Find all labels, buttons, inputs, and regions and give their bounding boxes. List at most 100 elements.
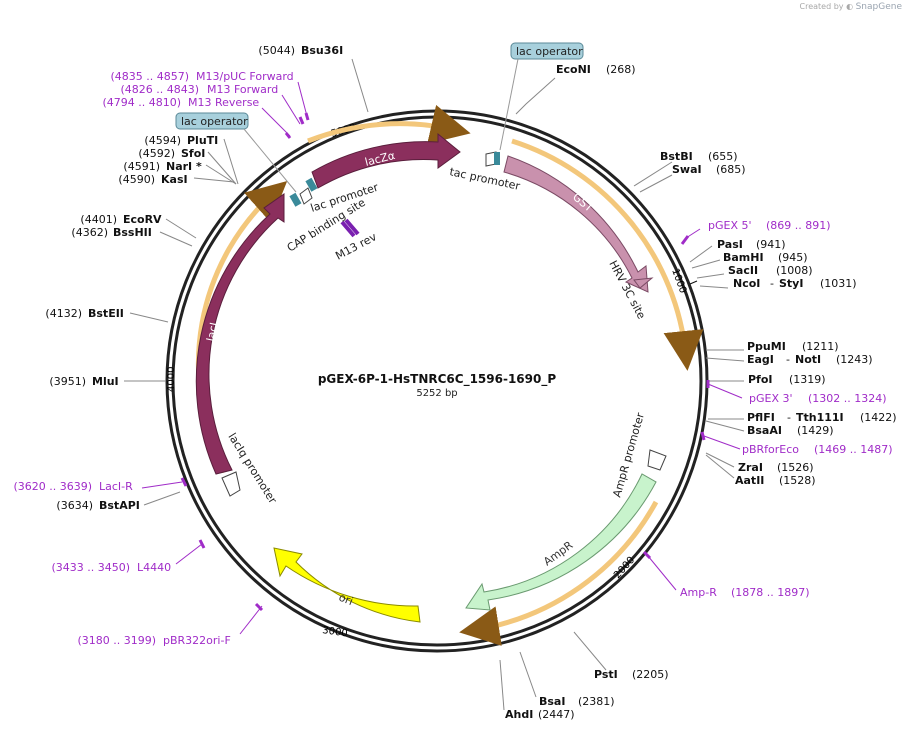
site-pos: (4401) bbox=[80, 213, 117, 226]
primer-mark-l4440 bbox=[198, 539, 206, 549]
site-name: SacII bbox=[728, 264, 758, 277]
site-ahdi: AhdI(2447) bbox=[505, 708, 575, 721]
site-zrai: ZraI(1526) bbox=[738, 461, 814, 474]
primer-mark-m13puc bbox=[304, 112, 310, 121]
primer-name: L4440 bbox=[137, 561, 171, 574]
site-name: KasI bbox=[161, 173, 188, 186]
site-bstapi: (3634)BstAPI bbox=[56, 499, 139, 512]
site-pos: (268) bbox=[606, 63, 636, 76]
site-pos: (4591) bbox=[123, 160, 160, 173]
primer-m13puc: (4835 .. 4857) M13/pUC Forward bbox=[110, 70, 293, 83]
primer-range: (1302 .. 1324) bbox=[808, 392, 887, 405]
site-sacii: SacII (1008) bbox=[728, 264, 813, 277]
site-bsshii: (4362)BssHII bbox=[71, 226, 151, 239]
primer-range: (1469 .. 1487) bbox=[814, 443, 893, 456]
primer-marks bbox=[180, 112, 710, 612]
leader-pasi bbox=[689, 245, 713, 263]
primer-mark-m13rev bbox=[284, 132, 292, 139]
leader-bstbi bbox=[633, 161, 673, 187]
orf-laczalpha bbox=[307, 104, 471, 144]
site-name: PflFI bbox=[747, 411, 775, 424]
credit-prefix: Created by bbox=[799, 2, 844, 11]
leader-zrai bbox=[705, 452, 735, 468]
site-name: BstBI bbox=[660, 150, 693, 163]
svg-text:-: - bbox=[770, 277, 774, 290]
primer-leader-pbr322 bbox=[239, 605, 263, 635]
leader-nari bbox=[205, 164, 237, 185]
site-pos: (1528) bbox=[779, 474, 816, 487]
feature-laciq-promoter-arrow bbox=[221, 471, 241, 497]
site-name: EcoNI bbox=[556, 63, 591, 76]
site-mlui: (3951)MluI bbox=[49, 375, 118, 388]
orf-gst bbox=[511, 138, 704, 371]
site-name: EagI bbox=[747, 353, 774, 366]
site-pos: (1008) bbox=[776, 264, 813, 277]
primer-laci-r: (3620 .. 3639)LacI-R bbox=[13, 480, 133, 493]
site-leaders bbox=[124, 58, 745, 711]
feature-ampr-promoter-arrow bbox=[647, 449, 667, 471]
primer-leader-l4440 bbox=[175, 543, 203, 565]
snapgene-credit: Created by ◐ SnapGene bbox=[800, 2, 903, 12]
primer-pbrforeco: pBRforEco(1469 .. 1487) bbox=[742, 443, 893, 456]
svg-text:-: - bbox=[786, 353, 790, 366]
orf-ampr bbox=[459, 500, 659, 646]
site-name: SwaI bbox=[672, 163, 702, 176]
leader-bsai bbox=[519, 651, 537, 698]
primer-range: (1878 .. 1897) bbox=[731, 586, 810, 599]
lac-operator-top-leader bbox=[499, 58, 519, 151]
site-name: ZraI bbox=[738, 461, 763, 474]
site-name: BstAPI bbox=[99, 499, 140, 512]
site-pos: (1211) bbox=[802, 340, 839, 353]
primer-range: (869 .. 891) bbox=[766, 219, 831, 232]
lac-operator-left-leader bbox=[243, 128, 297, 193]
primer-mark-pgex5 bbox=[680, 235, 690, 245]
feature-arrows: lacZα GST AmpR ori lacI bbox=[195, 132, 667, 623]
primer-range: (3180 .. 3199) bbox=[77, 634, 156, 647]
leader-bstapi bbox=[143, 491, 181, 506]
site-pfoi: PfoI(1319) bbox=[748, 373, 826, 386]
primer-range: (4835 .. 4857) bbox=[110, 70, 189, 83]
site-bsai: BsaI(2381) bbox=[539, 695, 615, 708]
primer-leader-m13fwd bbox=[281, 94, 301, 125]
primer-mark-pbr322 bbox=[254, 602, 264, 612]
site-eagi: EagI-NotI(1243) bbox=[747, 353, 873, 366]
site-nari: (4591) NarI * bbox=[123, 160, 202, 173]
feature-laci-label: lacI bbox=[204, 321, 221, 342]
primer-name: M13/pUC Forward bbox=[196, 70, 294, 83]
site-name2: NotI bbox=[795, 353, 821, 366]
leader-bamhi bbox=[691, 259, 721, 269]
primer-name: pBR322ori-F bbox=[163, 634, 231, 647]
site-pos: (4132) bbox=[45, 307, 82, 320]
primer-labels: (4835 .. 4857) M13/pUC Forward (4826 .. 4… bbox=[13, 70, 892, 647]
feature-laczalpha-arrow bbox=[311, 132, 461, 189]
site-name: Bsu36I bbox=[301, 44, 343, 57]
site-sfoi: (4592)SfoI bbox=[138, 147, 205, 160]
primer-name: M13 Forward bbox=[207, 83, 278, 96]
site-econi: EcoNI (268) bbox=[556, 63, 636, 76]
site-name: BamHI bbox=[723, 251, 764, 264]
site-pos: (1319) bbox=[789, 373, 826, 386]
svg-text:-: - bbox=[787, 411, 791, 424]
site-swai: SwaI(685) bbox=[672, 163, 746, 176]
site-ppumi: PpuMI(1211) bbox=[747, 340, 839, 353]
primer-range: (4826 .. 4843) bbox=[120, 83, 199, 96]
site-pos: (4594) bbox=[144, 134, 181, 147]
leader-kasi bbox=[193, 177, 235, 183]
site-name: NarI * bbox=[166, 160, 202, 173]
site-pos: (1422) bbox=[860, 411, 897, 424]
site-name: MluI bbox=[92, 375, 119, 388]
feature-laci-arrow bbox=[195, 193, 285, 475]
site-pos: (1031) bbox=[820, 277, 857, 290]
site-name: NcoI bbox=[733, 277, 760, 290]
primer-m13fwd: (4826 .. 4843) M13 Forward bbox=[120, 83, 278, 96]
site-name: BstEII bbox=[88, 307, 124, 320]
leader-pluti bbox=[223, 138, 239, 185]
primer-leader-pbrforeco bbox=[703, 435, 741, 450]
feature-hrv3c-arrow bbox=[633, 277, 654, 289]
leader-bsaai bbox=[705, 420, 745, 432]
feature-lac-promoter-arrow bbox=[299, 187, 313, 205]
primer-mark-m13fwd bbox=[298, 116, 305, 125]
site-name: BsaI bbox=[539, 695, 565, 708]
primer-pbr322orif: (3180 .. 3199) pBR322ori-F bbox=[77, 634, 230, 647]
